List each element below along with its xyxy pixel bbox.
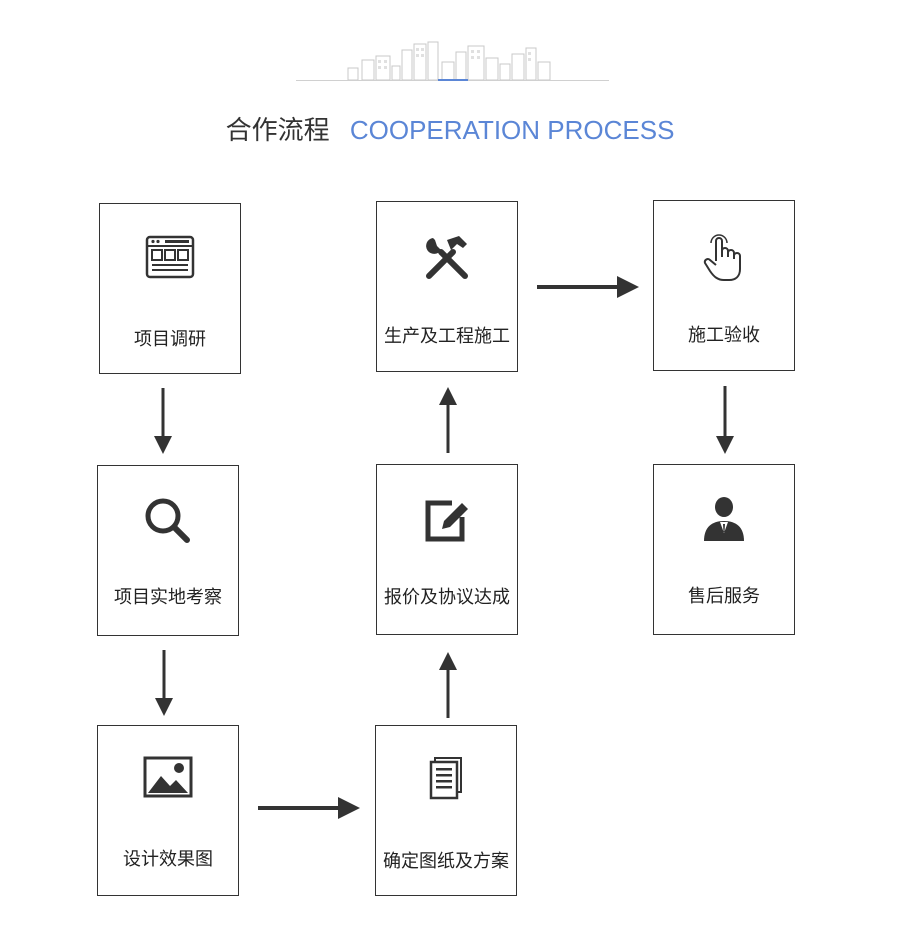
- step-confirm-drawings: 确定图纸及方案: [375, 725, 517, 896]
- step-after-sales: 售后服务: [653, 464, 795, 635]
- image-icon: [98, 756, 238, 806]
- skyline-illustration: [296, 41, 609, 81]
- tools-icon: [377, 232, 517, 282]
- step-label: 售后服务: [688, 586, 760, 607]
- service-person-icon: [654, 495, 794, 545]
- title-chinese: 合作流程: [225, 116, 330, 146]
- step-production-construction: 生产及工程施工: [376, 201, 518, 372]
- title-english: COOPERATION PROCESS: [349, 115, 675, 145]
- documents-icon: [376, 756, 516, 806]
- arrow-up-5-to-6: [439, 387, 457, 453]
- step-quotation-agreement: 报价及协议达成: [376, 464, 518, 635]
- step-label: 项目实地考察: [114, 587, 222, 608]
- step-site-survey: 项目实地考察: [97, 465, 239, 636]
- step-project-research: 项目调研: [99, 203, 241, 374]
- arrow-right-6-to-7: [537, 276, 639, 298]
- section-title: 合作流程 COOPERATION PROCESS: [0, 110, 900, 147]
- arrow-down-1-to-2: [154, 388, 172, 454]
- arrow-down-7-to-8: [716, 386, 734, 454]
- arrow-right-3-to-4: [258, 797, 360, 819]
- step-label: 施工验收: [688, 325, 760, 346]
- step-label: 确定图纸及方案: [383, 851, 509, 872]
- step-design-rendering: 设计效果图: [97, 725, 239, 896]
- arrow-down-2-to-3: [155, 650, 173, 716]
- step-label: 报价及协议达成: [384, 587, 510, 608]
- magnifier-icon: [98, 496, 238, 546]
- step-label: 生产及工程施工: [384, 326, 510, 347]
- edit-icon: [377, 495, 517, 545]
- step-label: 设计效果图: [123, 849, 213, 870]
- arrow-up-4-to-5: [439, 652, 457, 718]
- webpage-layout-icon: [100, 234, 240, 284]
- step-label: 项目调研: [134, 329, 206, 350]
- pointing-hand-icon: [654, 231, 794, 281]
- step-acceptance: 施工验收: [653, 200, 795, 371]
